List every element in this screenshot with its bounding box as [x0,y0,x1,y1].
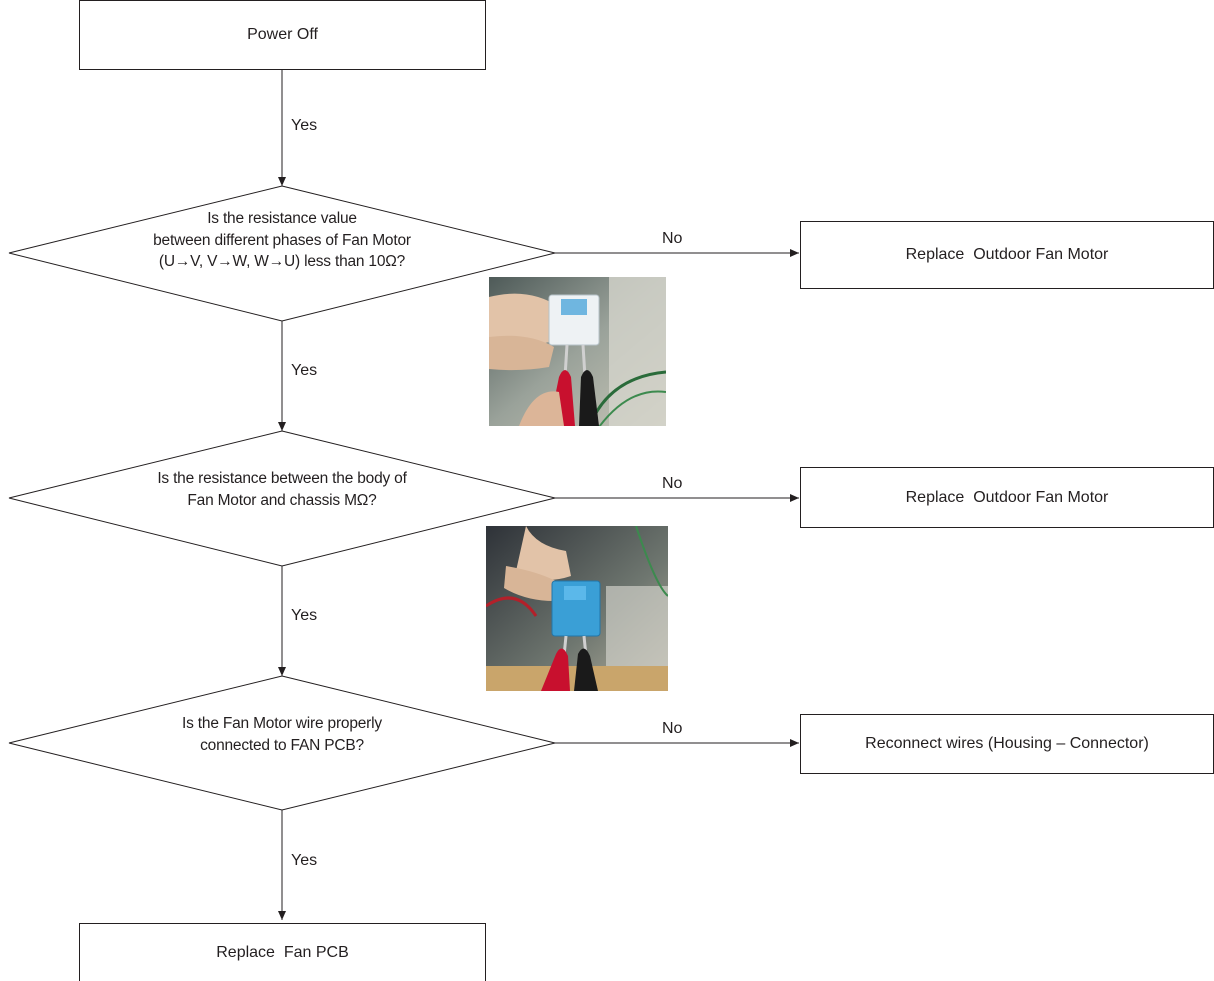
yes-label-4: Yes [291,852,318,869]
yes-label-2: Yes [291,362,318,379]
action-box-3: Reconnect wires (Housing – Connector) [800,714,1214,774]
action-box-1: Replace Outdoor Fan Motor [800,221,1214,289]
decision-3-question: Is the Fan Motor wire properly connected… [182,715,382,754]
black-probe-shape [574,648,598,691]
start-box: Power Off [79,0,486,70]
decision-2-diamond [8,430,556,567]
no-label-2: No [662,475,683,492]
start-label: Power Off [247,26,318,44]
action-box-2: Replace Outdoor Fan Motor [800,467,1214,528]
red-probe-shape [541,648,570,691]
decision-1-question: Is the resistance value between differen… [153,210,411,271]
multimeter-probes-blue-connector-photo [486,526,668,691]
decision-3-diamond [8,675,556,811]
no-label-1: No [662,230,683,247]
action-1-label: Replace Outdoor Fan Motor [905,246,1109,264]
black-probe-shape [579,370,599,426]
yes-label-1: Yes [291,117,318,134]
decision-1-diamond [8,185,556,322]
action-2-label: Replace Outdoor Fan Motor [905,488,1109,506]
yes-label-3: Yes [291,607,318,624]
multimeter-probes-white-connector-photo [489,277,666,426]
no-label-3: No [662,720,683,737]
end-label: Replace Fan PCB [216,943,349,961]
decision-2-question: Is the resistance between the body of Fa… [157,470,407,509]
action-3-label: Reconnect wires (Housing – Connector) [865,735,1149,753]
end-box: Replace Fan PCB [79,923,486,981]
